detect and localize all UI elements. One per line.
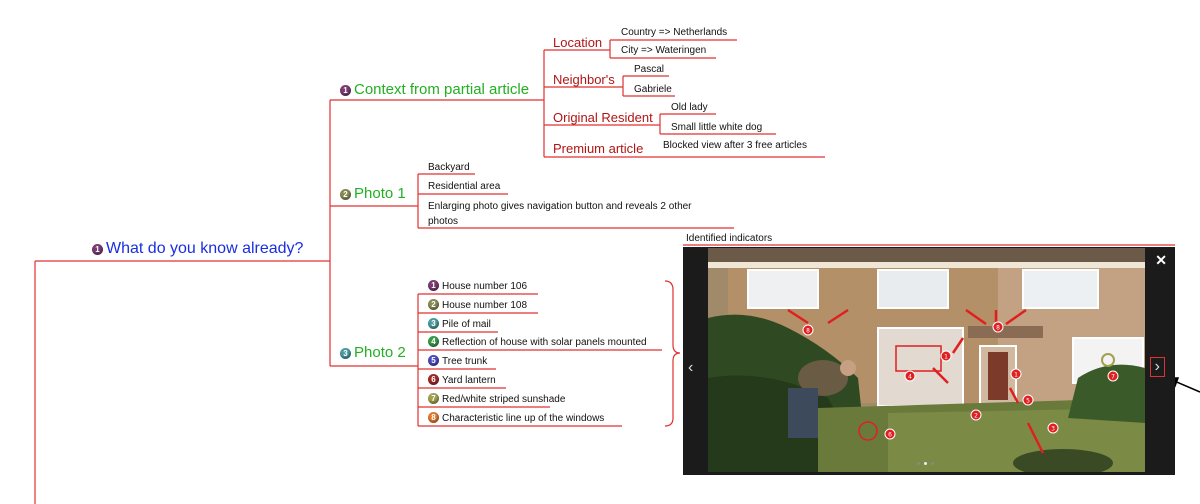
node-blocked-view[interactable]: Blocked view after 3 free articles — [663, 140, 807, 151]
number-5-bullet: 5 — [428, 355, 439, 366]
number-2-bullet: 2 — [428, 299, 439, 310]
photo-marker — [884, 428, 896, 440]
node-location[interactable]: Location — [553, 35, 603, 50]
number-6-bullet: 6 — [428, 374, 439, 385]
node-pascal[interactable]: Pascal — [634, 64, 665, 75]
list-item-label: Red/white striped sunshade — [442, 394, 566, 405]
photo-marker — [802, 324, 814, 336]
root-label: What do you know already? — [106, 240, 304, 257]
node-white-dog[interactable]: Small little white dog — [671, 122, 763, 133]
node-neighbors[interactable]: Neighbor's — [553, 72, 615, 87]
photo-marker — [1010, 368, 1022, 380]
photo-marker-label: 5 — [1026, 398, 1030, 405]
node-enlarging-photo[interactable]: Enlarging photo gives navigation button … — [428, 201, 692, 227]
node-old-lady[interactable]: Old lady — [671, 102, 708, 113]
photo-marker-label: 2 — [974, 413, 978, 420]
number-8-bullet: 8 — [428, 412, 439, 423]
photo-marker-label: 1 — [944, 354, 948, 361]
close-icon[interactable]: ✕ — [1155, 252, 1167, 268]
list-item-label: House number 108 — [442, 300, 528, 311]
branch-photo-1-bullet: 2 — [340, 189, 351, 200]
photo-marker-label: 8 — [996, 325, 1000, 332]
branch-photo-1-label: Photo 1 — [354, 185, 406, 202]
chevron-left-icon[interactable]: ‹ — [688, 359, 694, 376]
photo-marker-label: 7 — [1111, 374, 1115, 381]
photo-marker — [940, 350, 952, 362]
node-country[interactable]: Country => Netherlands — [621, 27, 728, 38]
list-item-label: House number 106 — [442, 281, 528, 292]
photo-marker — [970, 409, 982, 421]
list-item-label: Yard lantern — [442, 375, 496, 386]
photo-marker-label: 8 — [806, 328, 810, 335]
list-item-label: Tree trunk — [442, 356, 488, 367]
photo-marker — [1047, 422, 1059, 434]
root-bullet: 1 — [92, 244, 103, 255]
number-3-bullet: 3 — [428, 318, 439, 329]
chevron-right-icon[interactable]: › — [1149, 357, 1165, 377]
photo-marker-label: 6 — [888, 432, 892, 439]
carousel-dot[interactable] — [917, 462, 920, 465]
branch-context-bullet: 1 — [340, 85, 351, 96]
photo-marker — [904, 370, 916, 382]
node-original-resident[interactable]: Original Resident — [553, 110, 653, 125]
branch-photo-2-bullet: 3 — [340, 348, 351, 359]
photo-marker-label: 1 — [1014, 372, 1018, 379]
branch-photo-2-label: Photo 2 — [354, 344, 406, 361]
photo-marker — [992, 321, 1004, 333]
branch-context-label: Context from partial article — [354, 81, 530, 98]
list-item-label: Characteristic line up of the windows — [442, 413, 605, 424]
photo-marker — [1022, 394, 1034, 406]
viewer-caption: Identified indicators — [686, 233, 773, 244]
photo-marker — [1107, 370, 1119, 382]
number-4-bullet: 4 — [428, 336, 439, 347]
number-7-bullet: 7 — [428, 393, 439, 404]
list-item-label: Pile of mail — [442, 319, 491, 330]
house-photo: 8 8 1 4 7 1 2 6 3 5 — [708, 248, 1145, 472]
carousel-dot[interactable] — [931, 462, 934, 465]
node-residential-area[interactable]: Residential area — [428, 181, 501, 192]
node-backyard[interactable]: Backyard — [428, 162, 470, 173]
list-item-label: Reflection of house with solar panels mo… — [442, 337, 647, 348]
node-city[interactable]: City => Wateringen — [621, 45, 707, 56]
number-1-bullet: 1 — [428, 280, 439, 291]
carousel-dots[interactable] — [915, 452, 936, 470]
node-premium-article[interactable]: Premium article — [553, 141, 644, 156]
photo-marker-label: 3 — [1051, 426, 1055, 433]
carousel-dot[interactable] — [924, 462, 927, 465]
node-gabriele[interactable]: Gabriele — [634, 84, 672, 95]
photo-viewer[interactable]: 8 8 1 4 7 1 2 6 3 5 ‹ › ✕ — [683, 247, 1175, 475]
photo-marker-label: 4 — [908, 374, 912, 381]
